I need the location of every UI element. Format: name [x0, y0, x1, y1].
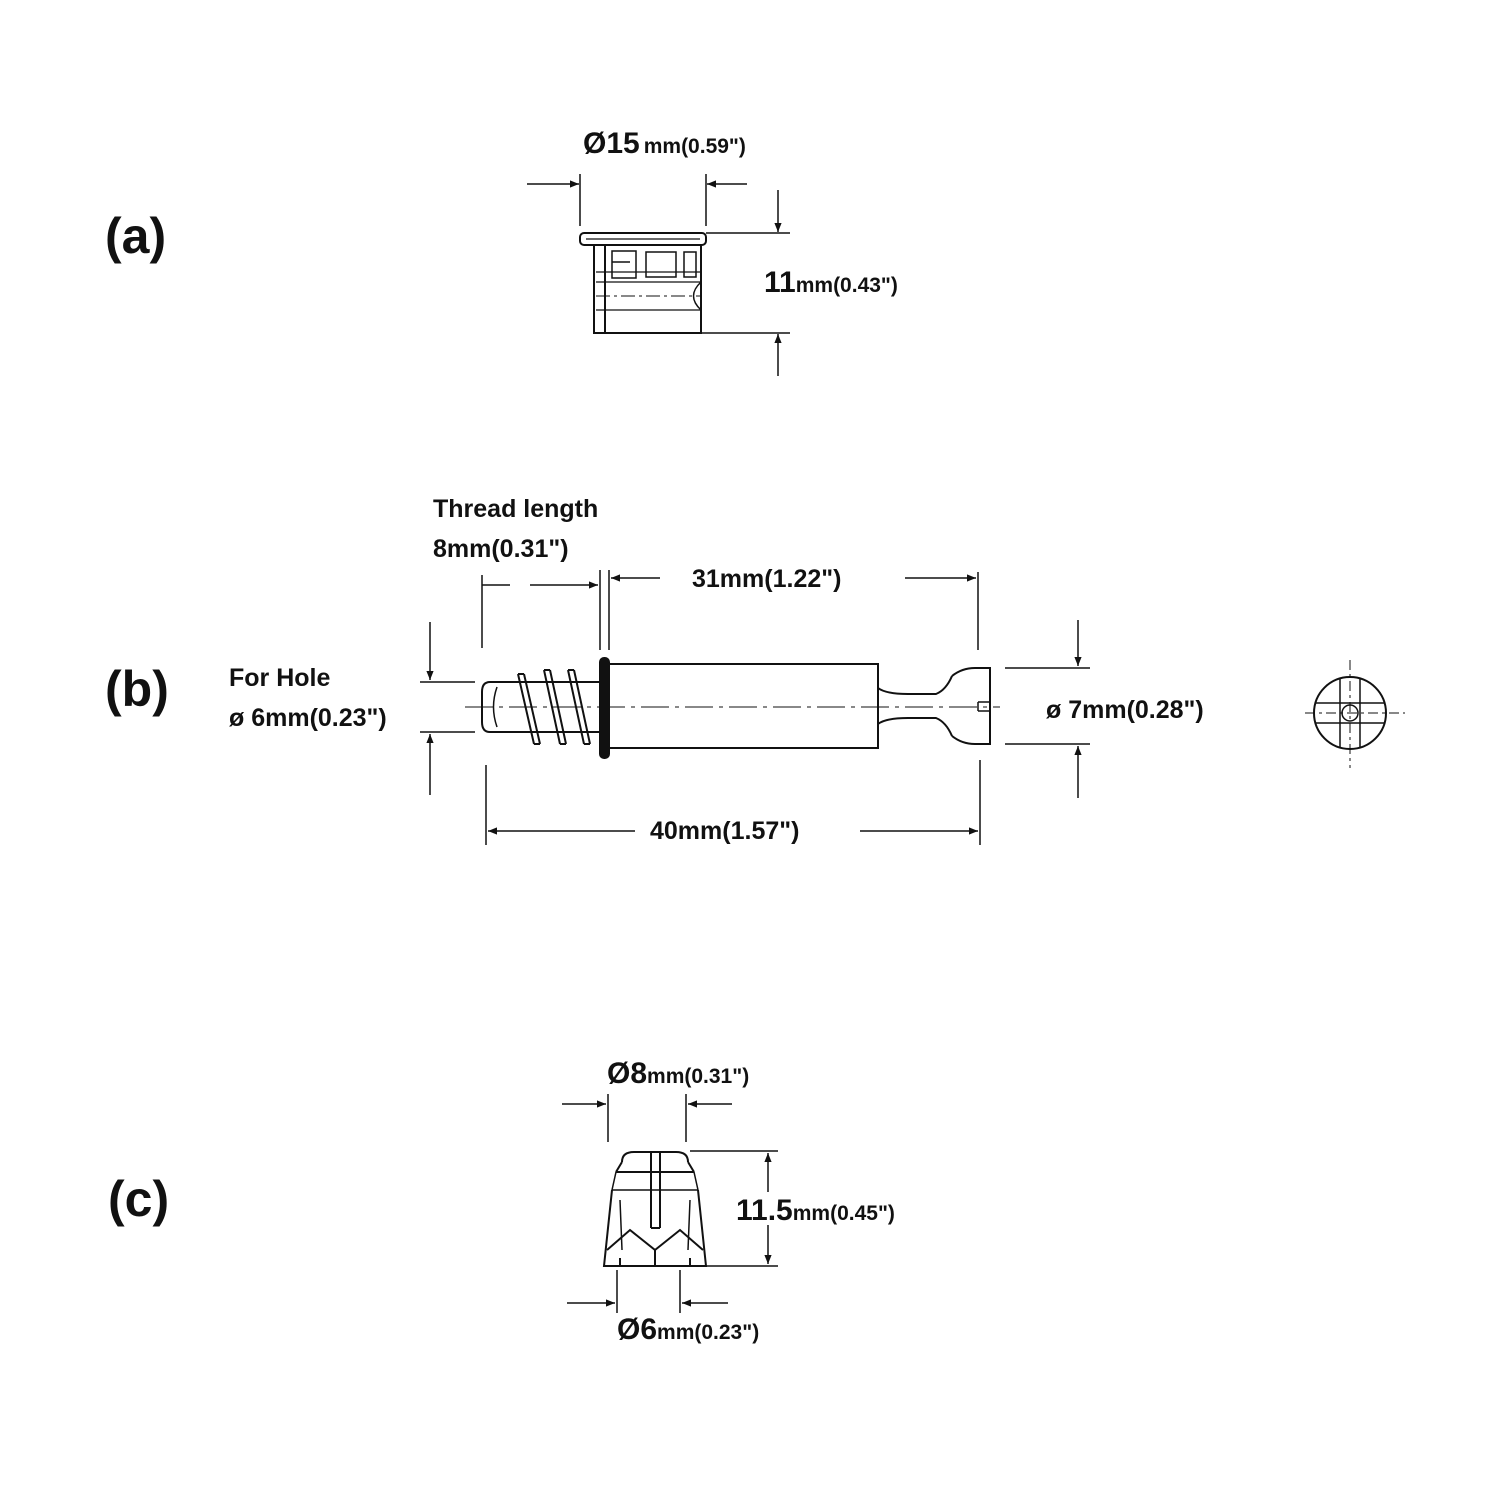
- dowel-drawing: [602, 1151, 708, 1267]
- connecting-bolt-dimensions: [420, 570, 1090, 845]
- top-diameter-value: 8: [630, 1057, 648, 1090]
- part-c-label: (c): [108, 1171, 170, 1227]
- cam-housing-dimensions: [527, 174, 790, 376]
- top-diameter-symbol: Ø: [607, 1057, 631, 1090]
- dowel-dimensions: [562, 1094, 778, 1313]
- part-a-height-label: 11mm(0.43"): [764, 266, 898, 300]
- height-value: 11: [764, 266, 796, 299]
- bottom-diameter-value: 6: [640, 1313, 658, 1346]
- bottom-diameter-unit: mm(0.23"): [657, 1321, 760, 1344]
- diameter-symbol: Ø: [583, 127, 607, 160]
- cam-housing-drawing: [579, 232, 707, 334]
- head-diameter-label: ø 7mm(0.28"): [1046, 696, 1204, 724]
- shaft-length-label: 31mm(1.22"): [692, 565, 842, 593]
- part-b-label: (b): [105, 661, 169, 717]
- total-length-label: 40mm(1.57"): [650, 817, 800, 845]
- bottom-diameter-symbol: Ø: [617, 1313, 641, 1346]
- part-c-top-diameter-label: Ø8mm(0.31"): [607, 1057, 749, 1091]
- diameter-value: 15: [606, 127, 640, 160]
- top-diameter-unit: mm(0.31"): [647, 1065, 750, 1088]
- dowel-height-unit: mm(0.45"): [792, 1202, 895, 1225]
- bolt-head-end-view: [1305, 660, 1405, 768]
- diameter-unit: mm(0.59"): [643, 135, 746, 158]
- thread-length-value: 8mm(0.31"): [433, 535, 569, 563]
- part-a-label: (a): [105, 208, 167, 264]
- thread-length-title: Thread length: [433, 495, 599, 523]
- part-c-height-label: 11.5mm(0.45"): [736, 1194, 895, 1228]
- part-c-bottom-diameter-label: Ø6mm(0.23"): [617, 1313, 759, 1347]
- connecting-bolt-drawing: [465, 657, 1000, 759]
- height-unit: mm(0.43"): [795, 274, 898, 297]
- dowel-height-value: 11.5: [736, 1194, 793, 1227]
- hole-title: For Hole: [229, 664, 331, 692]
- hole-diameter-label: ø 6mm(0.23"): [229, 704, 387, 732]
